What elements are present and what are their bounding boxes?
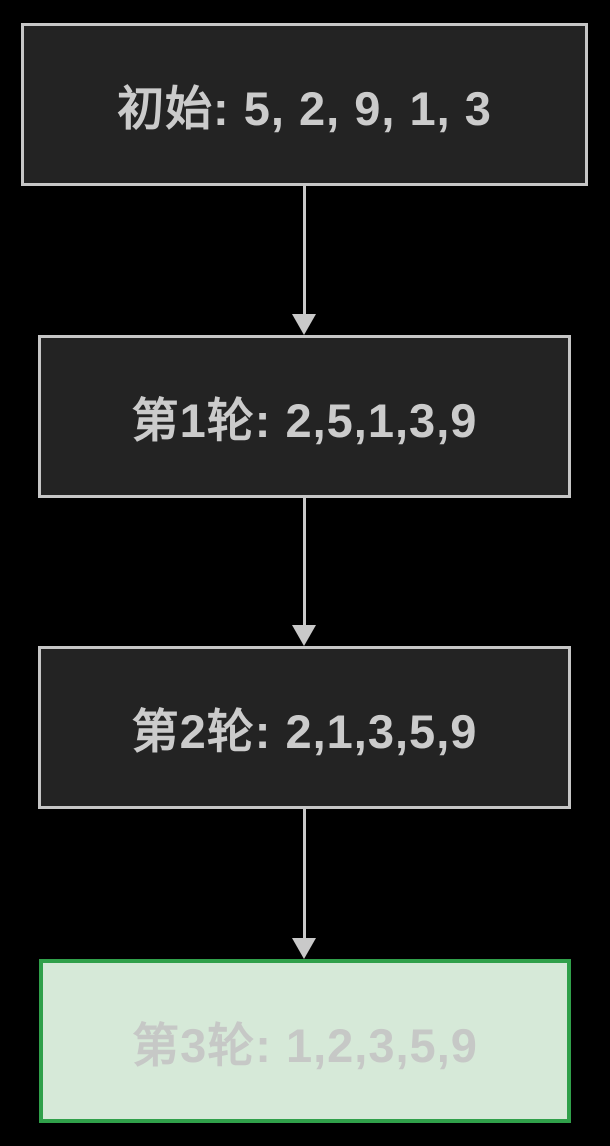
- edge-connector-3: [303, 809, 306, 938]
- flow-node-round2: 第2轮: 2,1,3,5,9: [38, 646, 571, 809]
- flow-node-round2-label: 第2轮: 2,1,3,5,9: [131, 705, 478, 758]
- edge-connector-2: [303, 498, 306, 625]
- flow-node-initial-label: 初始: 5, 2, 9, 1, 3: [117, 82, 492, 135]
- flow-node-round3-label: 第3轮: 1,2,3,5,9: [132, 1018, 478, 1072]
- flow-node-round1: 第1轮: 2,5,1,3,9: [38, 335, 571, 498]
- arrow-down-icon: [292, 938, 316, 959]
- flow-node-round3-result: 第3轮: 1,2,3,5,9: [39, 959, 571, 1123]
- arrow-down-icon: [292, 625, 316, 646]
- arrow-down-icon: [292, 314, 316, 335]
- flow-node-round1-label: 第1轮: 2,5,1,3,9: [131, 394, 478, 447]
- edge-connector-1: [303, 186, 306, 314]
- flow-node-initial: 初始: 5, 2, 9, 1, 3: [21, 23, 588, 186]
